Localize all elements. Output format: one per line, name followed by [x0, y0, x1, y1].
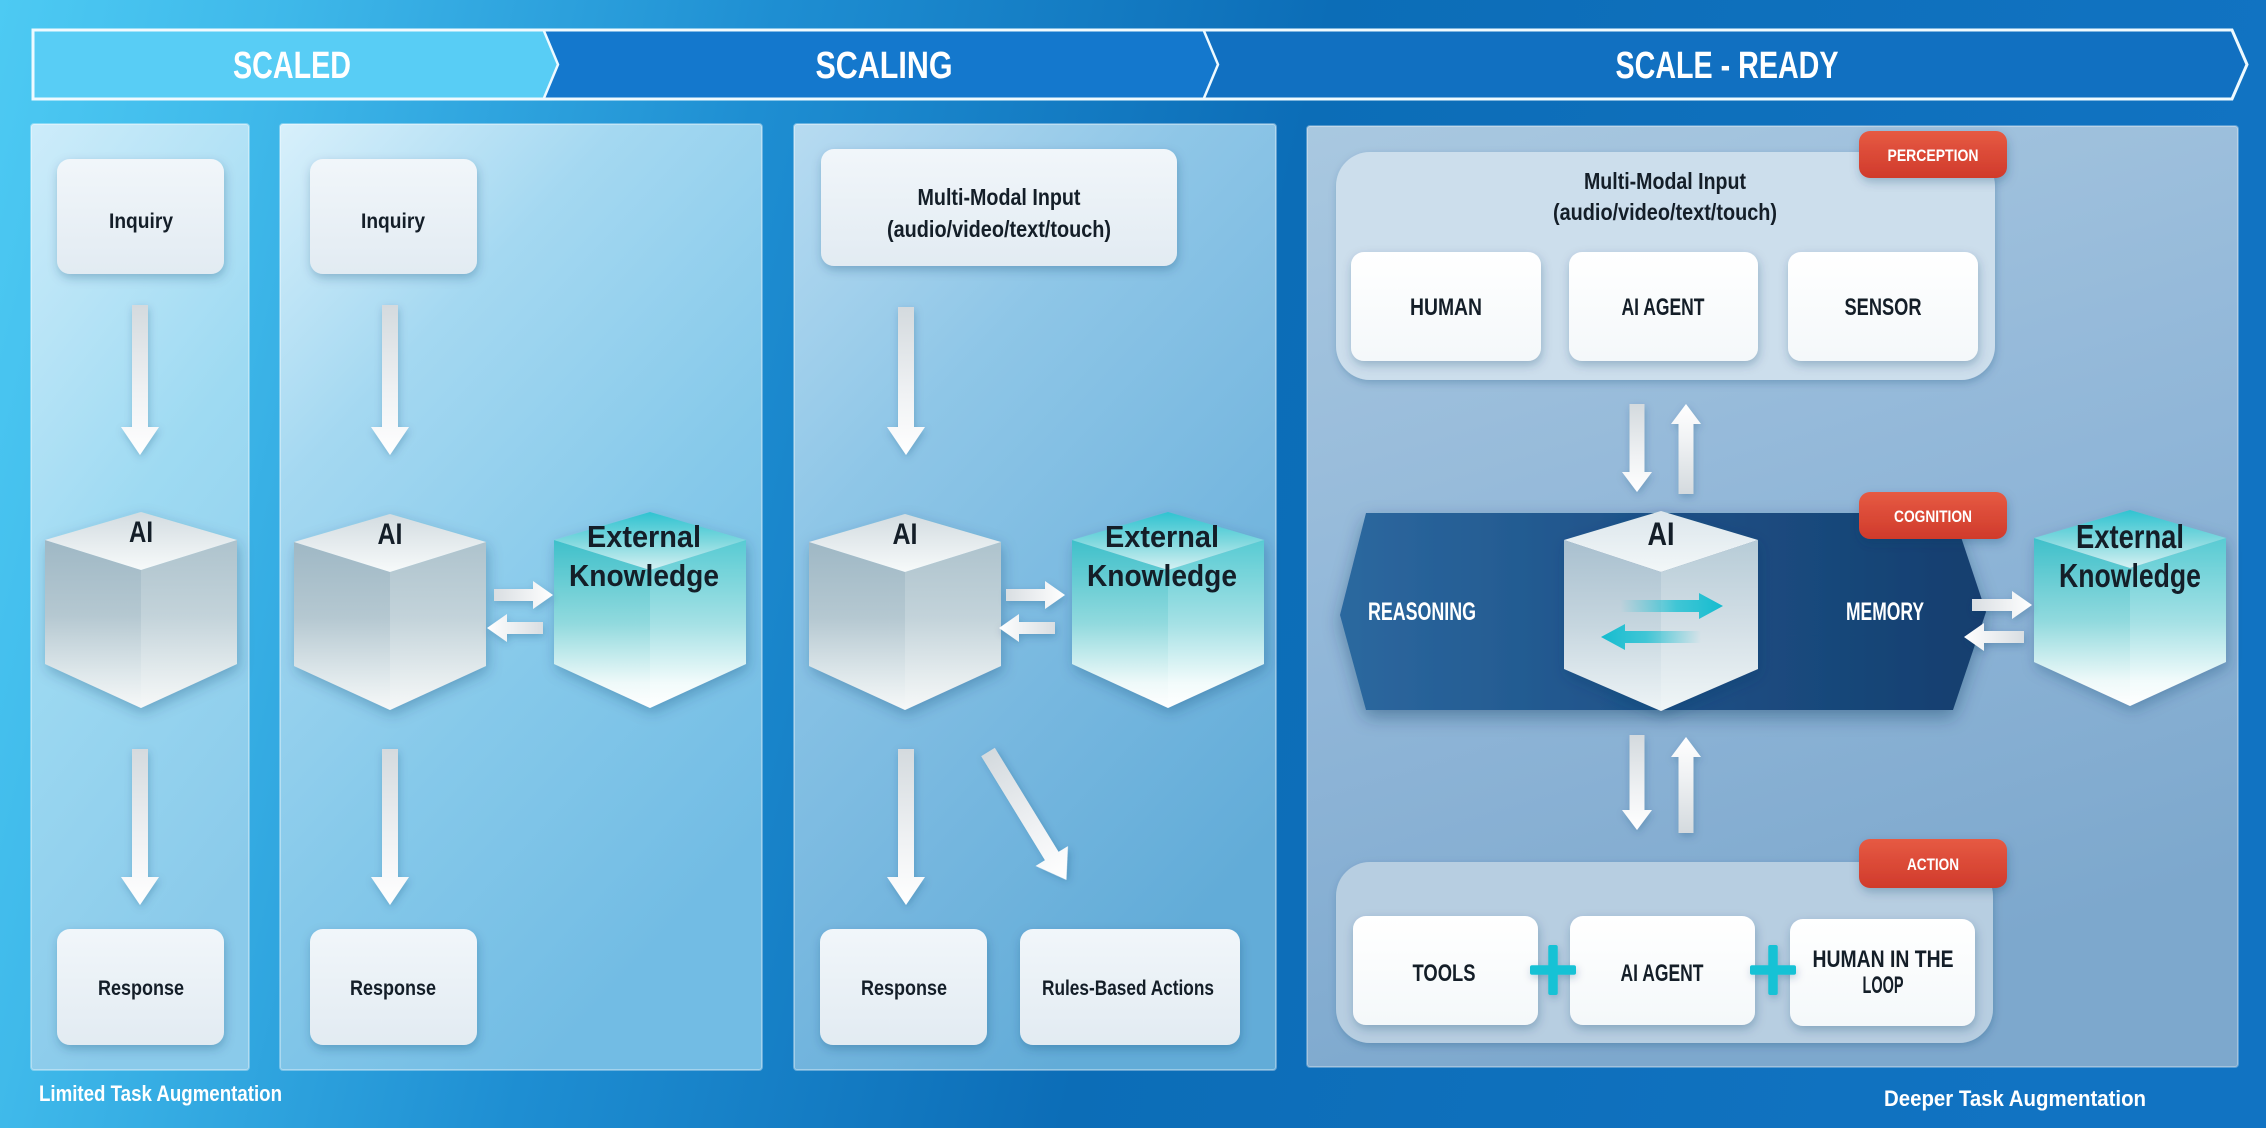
svg-text:AI: AI: [378, 518, 403, 551]
svg-text:Inquiry: Inquiry: [361, 210, 425, 233]
svg-text:SCALE - READY: SCALE - READY: [1616, 45, 1839, 87]
svg-text:Response: Response: [98, 977, 184, 1000]
svg-text:(audio/video/text/touch): (audio/video/text/touch): [1553, 199, 1777, 225]
svg-text:AI: AI: [1648, 516, 1675, 552]
svg-text:HUMAN: HUMAN: [1410, 294, 1482, 321]
svg-text:ACTION: ACTION: [1907, 855, 1959, 874]
svg-text:Limited Task Augmentation: Limited Task Augmentation: [39, 1081, 282, 1106]
svg-text:Knowledge: Knowledge: [2059, 557, 2201, 594]
svg-text:Deeper Task Augmentation: Deeper Task Augmentation: [1884, 1086, 2146, 1111]
svg-text:SCALED: SCALED: [233, 45, 351, 87]
svg-text:Inquiry: Inquiry: [109, 210, 173, 233]
svg-text:Rules-Based Actions: Rules-Based Actions: [1042, 977, 1214, 1000]
svg-text:Knowledge: Knowledge: [1087, 558, 1237, 593]
svg-text:SENSOR: SENSOR: [1845, 294, 1922, 321]
svg-text:AI AGENT: AI AGENT: [1621, 960, 1704, 987]
svg-text:HUMAN IN THE: HUMAN IN THE: [1813, 946, 1954, 973]
svg-text:PERCEPTION: PERCEPTION: [1888, 146, 1979, 165]
svg-text:Multi-Modal Input: Multi-Modal Input: [918, 184, 1081, 210]
svg-text:AI: AI: [893, 518, 918, 551]
svg-text:External: External: [2076, 518, 2184, 555]
svg-text:SCALING: SCALING: [816, 45, 953, 87]
svg-text:External: External: [587, 519, 701, 554]
svg-text:COGNITION: COGNITION: [1894, 507, 1972, 526]
svg-text:MEMORY: MEMORY: [1846, 598, 1924, 626]
svg-text:External: External: [1105, 519, 1219, 554]
svg-text:AI AGENT: AI AGENT: [1622, 294, 1705, 321]
svg-text:AI: AI: [129, 516, 153, 549]
svg-text:TOOLS: TOOLS: [1413, 960, 1476, 987]
svg-text:LOOP: LOOP: [1863, 972, 1904, 999]
svg-text:(audio/video/text/touch): (audio/video/text/touch): [887, 216, 1111, 242]
svg-text:Response: Response: [350, 977, 436, 1000]
svg-text:Multi-Modal Input: Multi-Modal Input: [1584, 168, 1746, 194]
svg-text:Knowledge: Knowledge: [569, 558, 719, 593]
svg-text:Response: Response: [861, 977, 947, 1000]
svg-text:REASONING: REASONING: [1368, 598, 1476, 626]
